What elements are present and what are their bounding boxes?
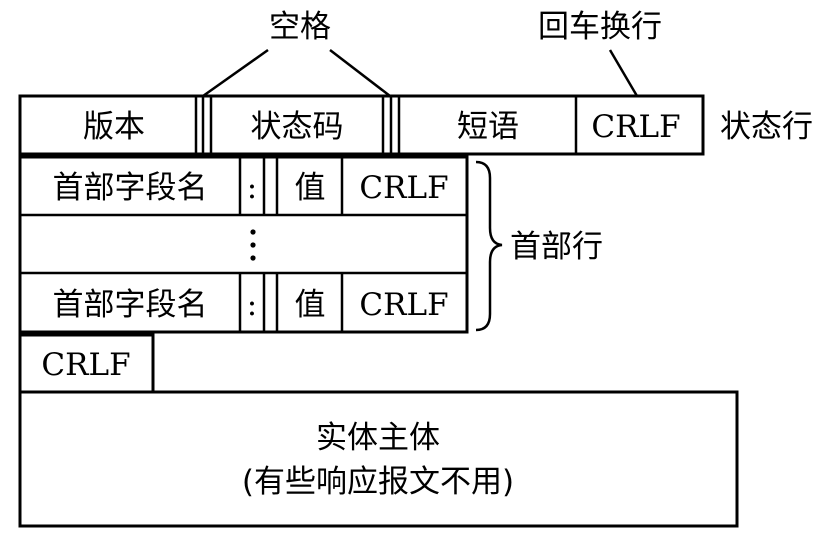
status-line-label: 状态行 — [720, 109, 813, 145]
space-pointer-right — [329, 49, 391, 97]
header-colon: : — [247, 170, 257, 206]
crlf-pointer — [608, 49, 639, 97]
cr-lf-label: 回车换行 — [538, 9, 662, 45]
phrase-cell: 短语 — [457, 109, 519, 145]
entity-body-title: 实体主体 — [316, 420, 440, 456]
header-row-1: 首部字段名 : 值 CRLF — [53, 170, 449, 206]
header-lines-label: 首部行 — [510, 229, 603, 265]
header-row-2: 首部字段名 : 值 CRLF — [53, 287, 449, 323]
entity-body-note: (有些响应报文不用) — [242, 464, 514, 500]
entity-body: 实体主体 (有些响应报文不用) — [18, 390, 739, 528]
header-value: 值 — [295, 287, 326, 323]
header-value: 值 — [295, 170, 326, 206]
space-pointer-left — [202, 48, 269, 98]
header-crlf: CRLF — [359, 287, 448, 323]
header-colon: : — [247, 287, 257, 323]
status-crlf-cell: CRLF — [591, 109, 680, 145]
space-label: 空格 — [269, 9, 331, 45]
blank-line-crlf: CRLF — [41, 347, 130, 383]
header-lines-brace — [475, 160, 503, 332]
blank-line-row: CRLF — [18, 333, 155, 394]
header-crlf: CRLF — [359, 170, 448, 206]
header-field-name: 首部字段名 — [53, 287, 208, 323]
version-cell: 版本 — [83, 109, 145, 145]
header-field-name: 首部字段名 — [53, 170, 208, 206]
status-line-row: 版本 状态码 短语 CRLF — [18, 94, 705, 156]
header-row-ellipsis — [250, 229, 256, 261]
header-lines-block — [18, 155, 469, 334]
status-code-cell: 状态码 — [251, 109, 344, 145]
